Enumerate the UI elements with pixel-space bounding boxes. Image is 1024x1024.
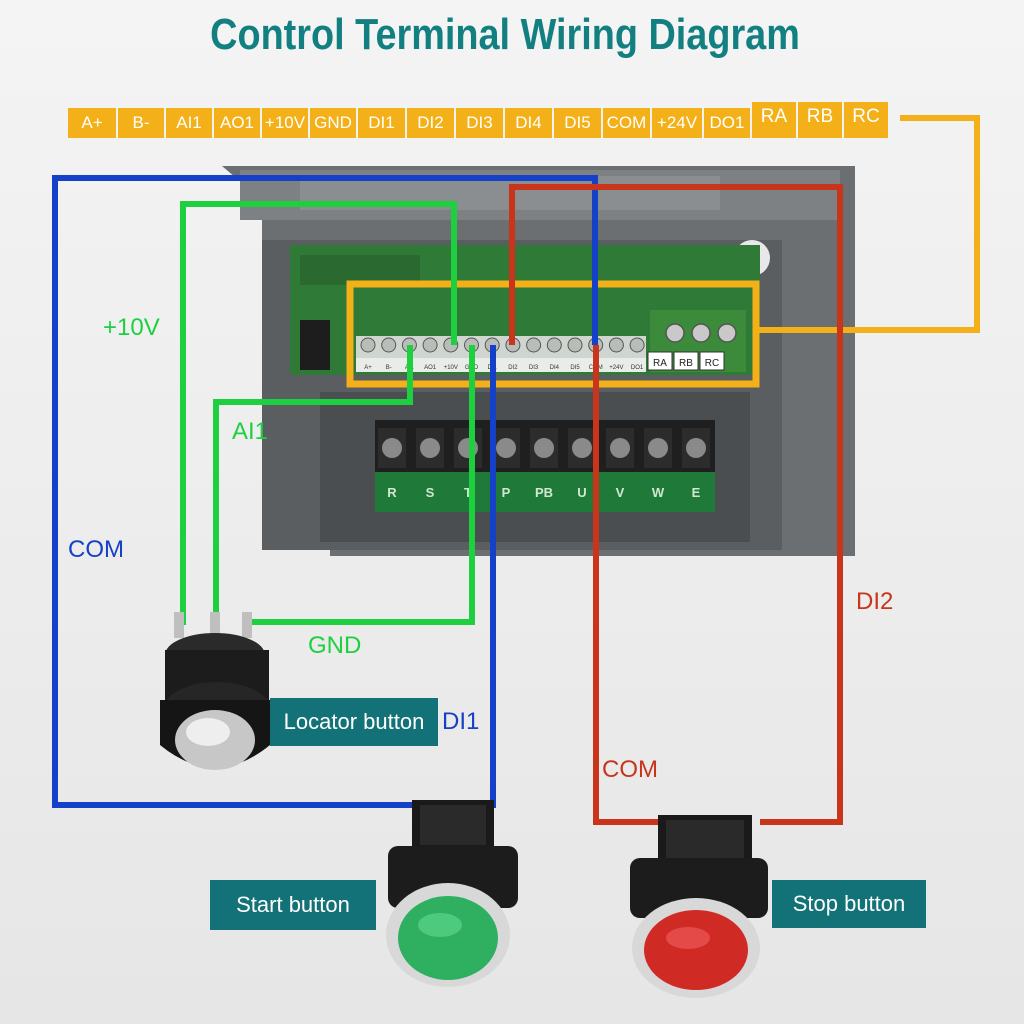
power-screw-head <box>534 438 554 458</box>
power-terminal-label: T <box>464 485 472 500</box>
start-button-label: Start button <box>210 880 376 930</box>
wire-red-di2 <box>509 184 843 825</box>
wire-blue-com <box>52 175 598 808</box>
terminal-tag-rb: RB <box>798 102 842 138</box>
terminal-tag-gnd: GND <box>310 108 356 138</box>
relay-label-rc: RC <box>705 358 719 369</box>
terminal-tag-do1: DO1 <box>704 108 750 138</box>
power-terminals: R S T P PB U V W E <box>320 392 750 542</box>
terminal-tag-di2: DI2 <box>407 108 454 138</box>
wire-label-com-right: COM <box>602 756 658 783</box>
board-terminal-label: +24V <box>609 365 623 371</box>
power-terminal-label: W <box>652 485 665 500</box>
terminal-tag-plus10v: +10V <box>262 108 308 138</box>
power-terminal-label: E <box>692 485 701 500</box>
terminal-tag-ai1: AI1 <box>166 108 212 138</box>
terminal-screw <box>629 337 645 353</box>
board-terminal-label: A+ <box>364 365 372 371</box>
power-terminal-label: V <box>616 485 625 500</box>
stop-button-label: Stop button <box>772 880 926 928</box>
terminal-tag-b-minus: B- <box>118 108 164 138</box>
terminal-screw <box>567 337 583 353</box>
terminal-screw <box>546 337 562 353</box>
terminal-tag-ao1: AO1 <box>214 108 260 138</box>
terminal-screw <box>381 337 397 353</box>
power-terminal-label: PB <box>535 485 553 500</box>
wire-label-di2: DI2 <box>856 588 894 615</box>
terminal-screw <box>422 337 438 353</box>
jumper-header <box>300 320 330 370</box>
board-terminal-label: +10V <box>444 365 458 371</box>
terminal-highlight-box <box>346 280 760 388</box>
wire-label-com-left: COM <box>68 536 124 563</box>
start-pushbutton <box>386 800 518 987</box>
wire-green-ai1 <box>213 345 413 625</box>
terminal-screw <box>608 337 624 353</box>
terminal-screw <box>526 337 542 353</box>
board-terminal-label: DO1 <box>631 365 644 371</box>
power-screw-head <box>686 438 706 458</box>
power-terminal-label: U <box>577 485 586 500</box>
terminal-tag-plus24v: +24V <box>652 108 702 138</box>
power-terminal-label: P <box>502 485 511 500</box>
power-terminal-label: S <box>426 485 435 500</box>
board-terminal-label: DI4 <box>550 365 560 371</box>
wire-label-gnd: GND <box>308 632 362 659</box>
power-screw-head <box>610 438 630 458</box>
terminal-screws <box>360 337 645 353</box>
terminal-tag-di5: DI5 <box>554 108 601 138</box>
power-terminal-label: R <box>387 485 397 500</box>
start-button-cap <box>398 896 498 980</box>
wire-label-ai1: AI1 <box>232 418 269 445</box>
terminal-tag-rc: RC <box>844 102 888 138</box>
board-terminal-label: DI2 <box>508 365 518 371</box>
board-terminal-label: DI5 <box>570 365 580 371</box>
board-terminal-label: AO1 <box>424 365 437 371</box>
wire-yellow-relay <box>756 115 980 333</box>
wire-red-com <box>593 345 670 825</box>
terminal-tag-ra: RA <box>752 102 796 138</box>
terminal-tag-di4: DI4 <box>505 108 552 138</box>
wire-label-plus10v: +10V <box>103 314 160 341</box>
power-screw-head <box>648 438 668 458</box>
board-terminal-label: B- <box>386 365 392 371</box>
board-terminal-label: DI3 <box>529 365 539 371</box>
terminal-screw <box>360 337 376 353</box>
potentiometer-knob <box>160 612 271 770</box>
stop-pushbutton <box>630 815 768 998</box>
stop-button-cap <box>644 910 748 990</box>
terminal-tag-strip: A+ B- AI1 AO1 +10V GND DI1 DI2 DI3 DI4 D… <box>68 102 890 140</box>
wire-label-di1: DI1 <box>442 708 480 735</box>
page-title: Control Terminal Wiring Diagram <box>210 10 800 59</box>
power-screw-head <box>496 438 516 458</box>
power-screw-head <box>382 438 402 458</box>
power-screw-head <box>420 438 440 458</box>
locator-button-label: Locator button <box>270 698 438 746</box>
relay-label-rb: RB <box>679 358 693 369</box>
power-screw-head <box>572 438 592 458</box>
terminal-tag-di3: DI3 <box>456 108 503 138</box>
relay-label-ra: RA <box>653 358 667 369</box>
terminal-tag-di1: DI1 <box>358 108 405 138</box>
terminal-tag-a-plus: A+ <box>68 108 116 138</box>
wire-green-plus10v <box>180 201 457 625</box>
terminal-tag-com: COM <box>603 108 650 138</box>
